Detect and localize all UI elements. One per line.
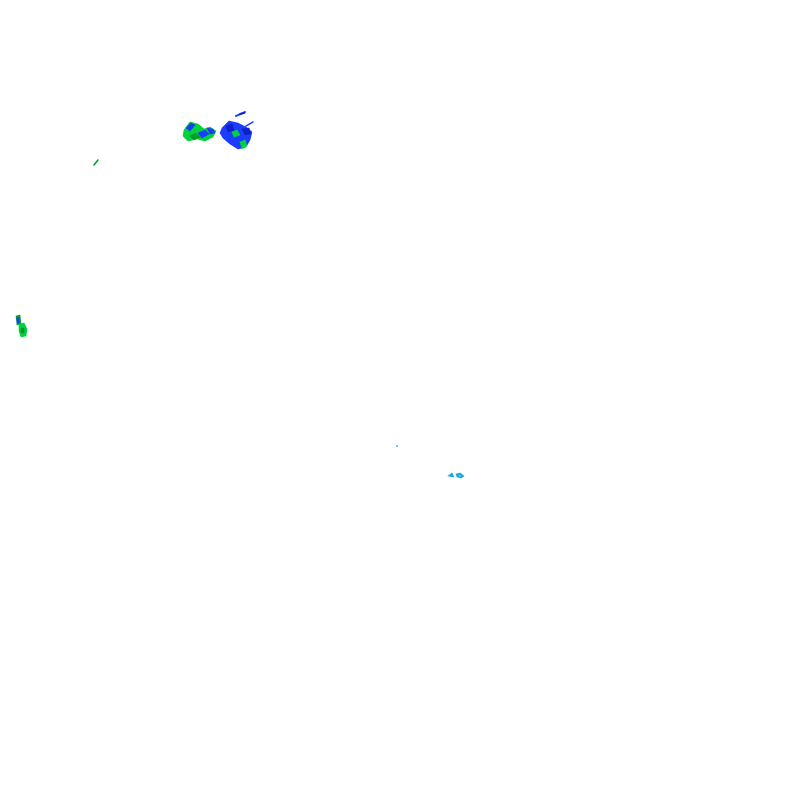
echo-streak: [93, 159, 99, 166]
echo-cell: [231, 129, 241, 138]
echo-cell: [206, 127, 216, 135]
echo-speck: [395, 444, 398, 447]
northern-echo-cluster-east: [219, 111, 254, 150]
echo-cell: [457, 474, 462, 478]
echo-cell: [20, 327, 25, 334]
echo-cell: [16, 317, 20, 324]
small-echo-streak: [93, 159, 99, 166]
echo-cell: [189, 132, 201, 141]
western-edge-echo: [15, 314, 28, 338]
echo-cell: [197, 129, 210, 139]
northern-echo-cluster-west: [182, 121, 217, 142]
echo-cell: [447, 472, 455, 478]
echo-cell: [239, 139, 248, 150]
echo-cell: [185, 122, 196, 132]
echo-streak: [239, 112, 245, 115]
echo-cell: [225, 123, 235, 133]
central-light-echo: [395, 444, 465, 479]
echo-cell: [241, 127, 252, 136]
echo-streak: [245, 121, 254, 127]
